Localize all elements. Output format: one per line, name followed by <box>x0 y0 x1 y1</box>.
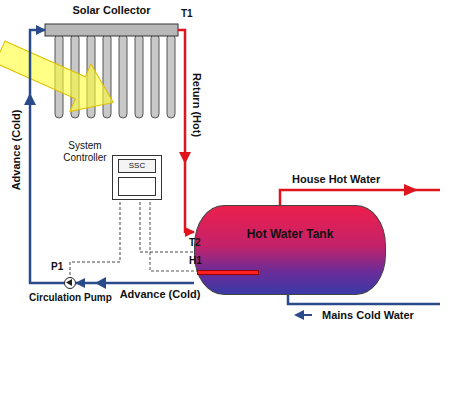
pipe-label: Return (Hot) <box>191 72 204 138</box>
flow-arrow <box>404 184 418 196</box>
controller-box: SSC <box>112 155 162 200</box>
collector-header <box>45 24 178 36</box>
controller-panel <box>118 177 156 196</box>
advance-pipe <box>76 282 194 285</box>
inlet-label: Mains Cold Water <box>322 309 414 322</box>
sensor-tag: T1 <box>181 8 193 20</box>
vacuum-tube <box>167 34 175 118</box>
flow-arrow <box>294 310 304 320</box>
cold-inlet-pipe <box>288 295 440 304</box>
advance-pipe <box>30 30 64 283</box>
circulation-pump: P1Circulation Pump <box>64 277 76 289</box>
controller-display: SSC <box>118 159 156 173</box>
pump-tag: P1 <box>51 261 63 273</box>
sensor-tag: H1 <box>189 255 202 267</box>
pump-name: Circulation Pump <box>29 292 112 304</box>
vacuum-tube <box>119 34 127 118</box>
collector-title: Solar Collector <box>45 4 178 17</box>
pipe-label: Advance (Cold) <box>119 288 202 301</box>
control-wire <box>70 202 120 277</box>
vacuum-tube <box>103 34 111 118</box>
pump-triangle <box>66 279 72 286</box>
system-controller: SSC System Controller <box>60 138 164 202</box>
solar-collector: Solar Collector <box>45 24 178 118</box>
hot-water-tank: Hot Water Tank <box>194 205 386 295</box>
hot-outlet-pipe <box>280 190 440 205</box>
vacuum-tube <box>151 34 159 118</box>
pump-symbol <box>65 278 74 287</box>
pipe-label: Advance (Cold) <box>10 109 23 192</box>
sensor-wire <box>140 202 194 252</box>
tank-title: Hot Water Tank <box>195 228 385 242</box>
controller-title: System Controller <box>60 140 110 163</box>
controller-display: SSC <box>119 161 155 170</box>
heater-element <box>197 270 259 275</box>
sensor-tag: T2 <box>189 237 201 249</box>
outlet-label: House Hot Water <box>292 173 380 186</box>
vacuum-tube <box>135 34 143 118</box>
